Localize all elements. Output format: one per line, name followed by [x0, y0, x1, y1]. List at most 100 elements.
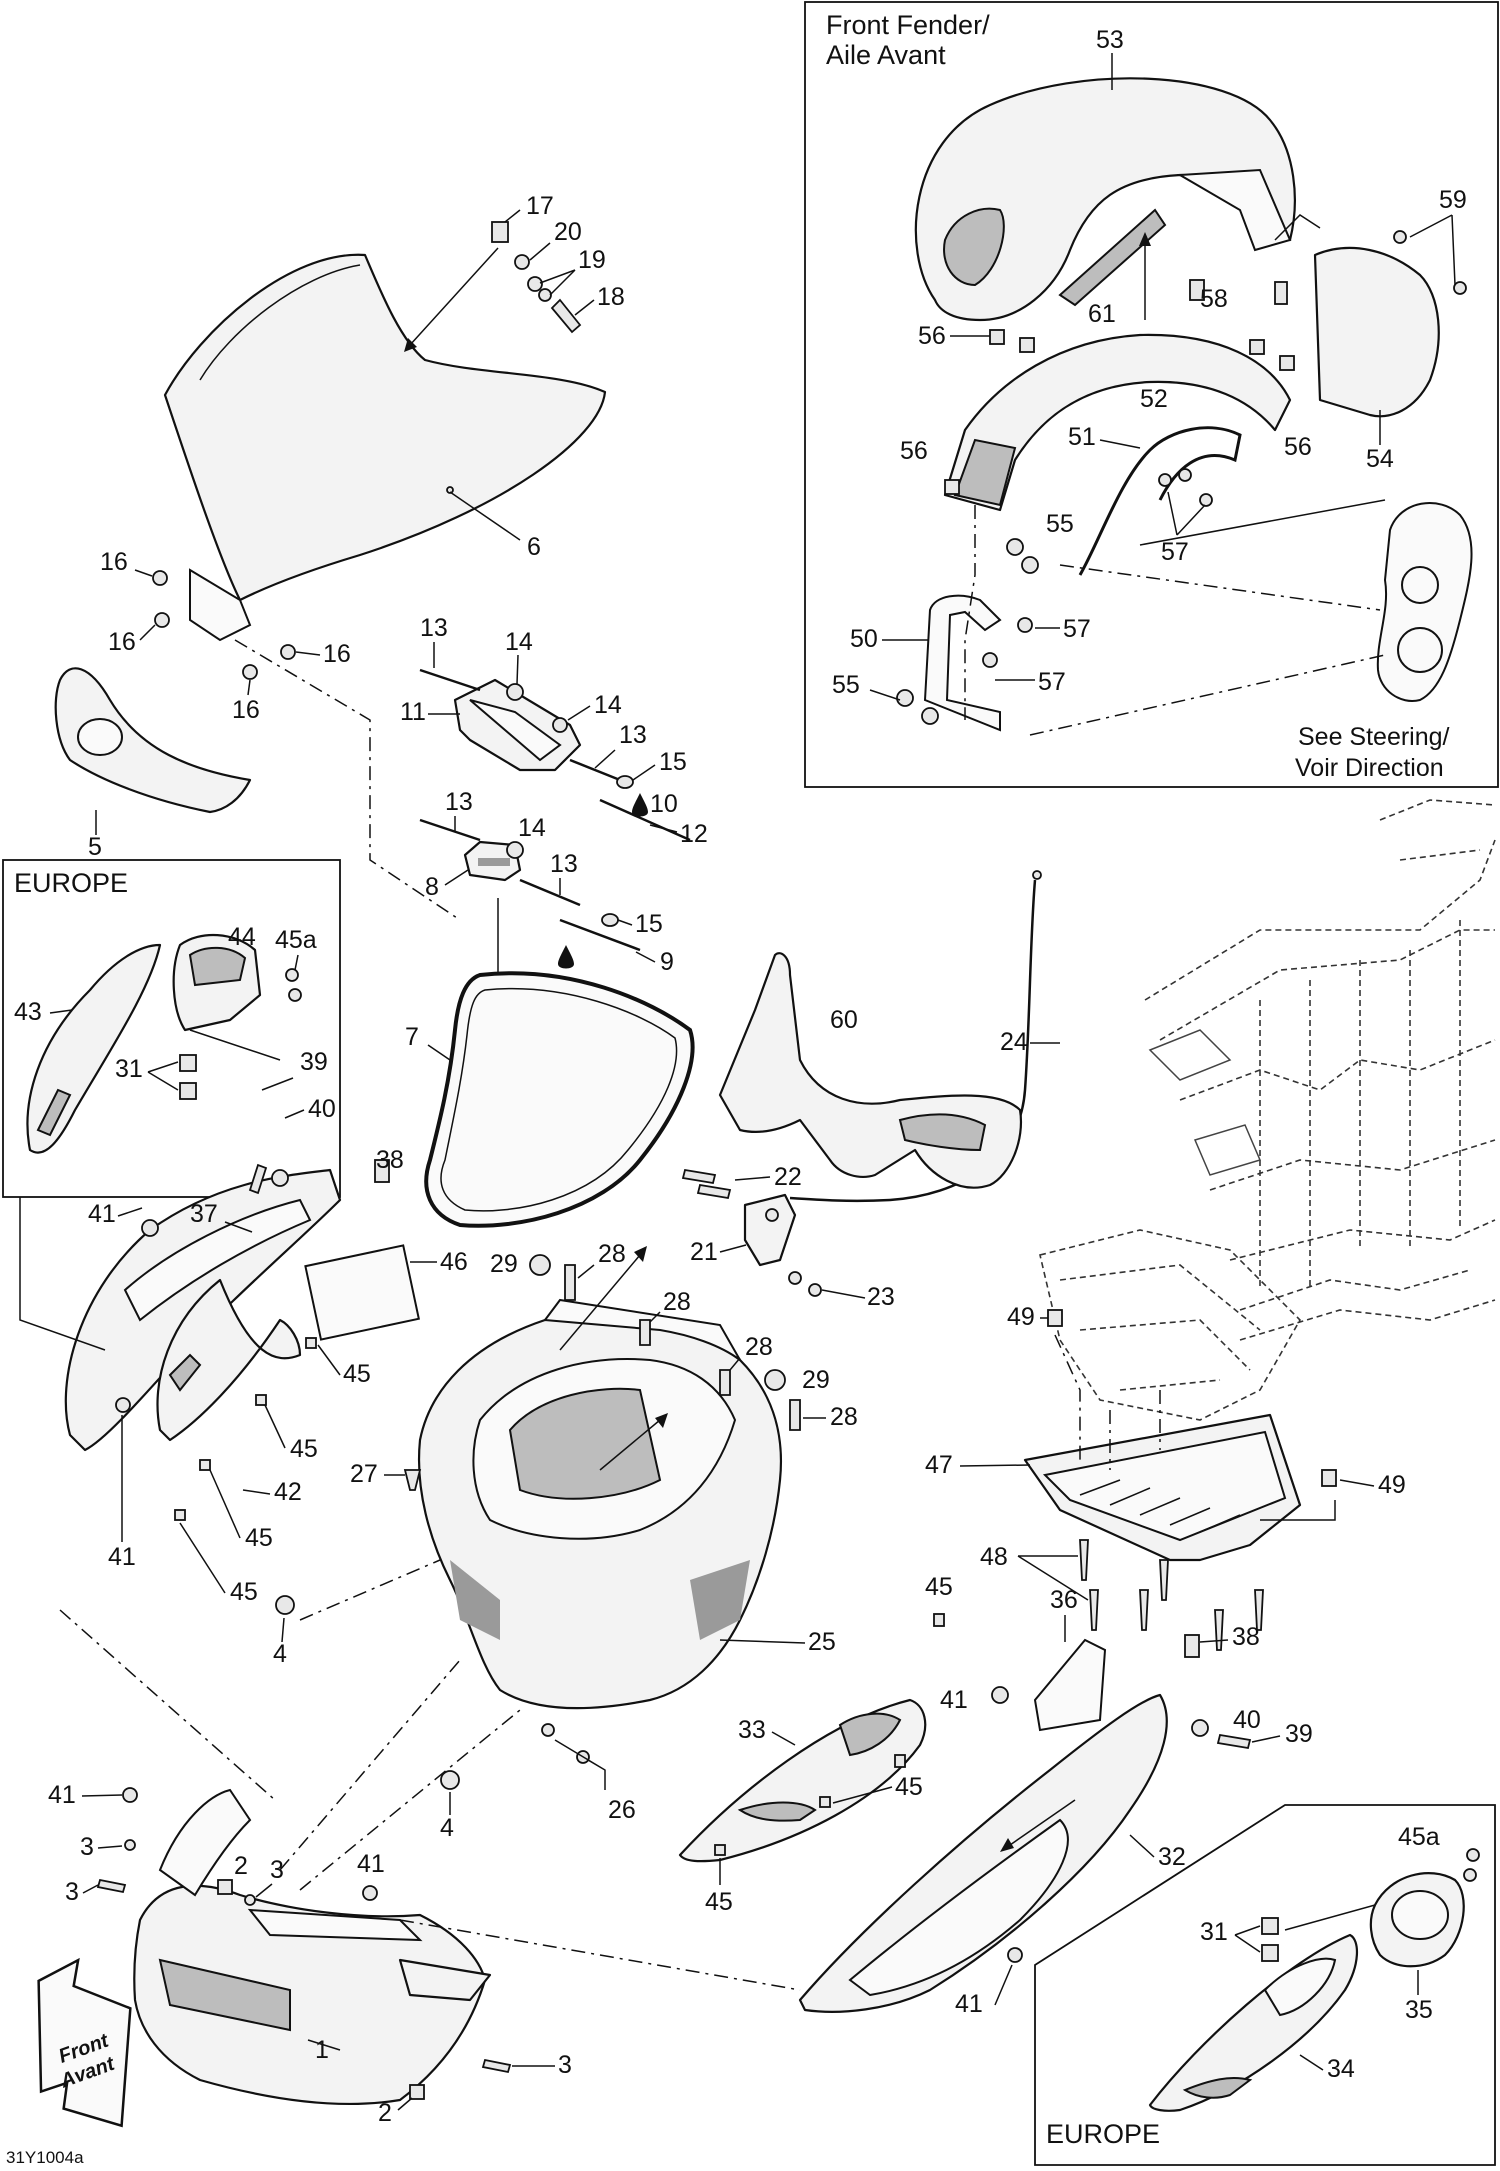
clip-45b: [305, 1337, 317, 1349]
leader-55b: [869, 689, 901, 701]
frame-line-d: [1209, 1139, 1496, 1191]
screw-3d: [481, 2058, 512, 2074]
clip-45g: [894, 1754, 906, 1768]
callout-43: 43: [14, 998, 42, 1026]
leader-1: [307, 2039, 341, 2051]
reflector-46[interactable]: [304, 1244, 420, 1341]
nut-58: [1189, 279, 1205, 301]
front-fender-title-line1: Front Fender/: [826, 10, 990, 40]
callout-9: 9: [660, 948, 674, 976]
right-side-panels: 45 36 38 40 39 41 33 45 32 45 41: [678, 1573, 1313, 2018]
callout-45d: 45: [245, 1524, 273, 1552]
callout-40a: 40: [308, 1095, 336, 1123]
washer-15a: [616, 775, 634, 789]
callout-28c: 28: [745, 1333, 773, 1361]
leader-2b: [397, 2097, 413, 2111]
knuckle-bore-upper: [1401, 566, 1439, 604]
bumper-upper-bracket: [158, 1788, 252, 1897]
panel-32-inner: [848, 1818, 1069, 1997]
leader-38b: [1199, 1639, 1229, 1643]
fender-reflector-61[interactable]: [1058, 208, 1167, 307]
side-panel-42[interactable]: [156, 1278, 302, 1442]
callout-24: 24: [1000, 1028, 1028, 1056]
leader-42: [242, 1489, 271, 1495]
fender-arrow-side: [1274, 214, 1321, 241]
leader-6: [449, 491, 521, 541]
bolt-18: [550, 298, 582, 334]
frame-brackets: [1148, 1029, 1262, 1176]
callout-36: 36: [1050, 1586, 1078, 1614]
washer-23a: [788, 1271, 802, 1285]
leader-49b: [1339, 1479, 1375, 1487]
frame-line-a: [1144, 839, 1496, 1001]
bolt-28c: [719, 1369, 731, 1396]
callout-13b: 13: [619, 721, 647, 749]
leader-45c: [264, 1404, 286, 1449]
latch-plate-21[interactable]: [743, 1193, 797, 1267]
callout-5: 5: [88, 833, 102, 861]
callout-2b: 2: [378, 2099, 392, 2127]
bin-lip: [543, 1298, 741, 1361]
bolt-55b: [1021, 556, 1039, 574]
panel-43-trim: [36, 1088, 72, 1137]
callout-1: 1: [315, 2036, 329, 2064]
callout-4a: 4: [273, 1640, 287, 1668]
duct-60-vent: [898, 1113, 987, 1152]
front-fender-box: Front Fender/ Aile Avant See Steering/ V…: [804, 1, 1499, 788]
bezel-headlight-ring: [77, 718, 123, 756]
callout-49b: 49: [1378, 1471, 1406, 1499]
frame-line-b: [1159, 929, 1495, 1041]
leader-37: [224, 1221, 253, 1233]
fender-brace-50[interactable]: [923, 594, 1002, 732]
frame-front-cage-inner: [1059, 1264, 1261, 1391]
leader-57a: [1167, 491, 1206, 536]
side-panel-32[interactable]: [798, 1693, 1168, 2013]
leader-23: [821, 1289, 866, 1299]
clip-45e: [174, 1509, 186, 1521]
headlight-bezel-5[interactable]: [54, 667, 252, 814]
leader-39a: [261, 1077, 294, 1091]
fender-inner-panel: [1176, 168, 1292, 252]
panel-37-inner: [123, 1198, 312, 1322]
frame-front-cage: [1039, 1229, 1301, 1421]
gasket-7[interactable]: [424, 971, 695, 1228]
screw-41e: [122, 1787, 138, 1803]
leader-39b: [1251, 1735, 1281, 1743]
screw-16c: [280, 644, 296, 660]
callout-45e: 45: [230, 1578, 258, 1606]
rod-12: [599, 798, 691, 842]
europe-right-assembly: [1284, 1904, 1376, 1931]
leader-3c: [255, 1883, 273, 1898]
bumper-assembly-line-b: [279, 1659, 461, 1871]
windshield-edge-line: [199, 264, 361, 381]
fender-side-panel-54[interactable]: [1313, 246, 1440, 418]
bin-arrowhead-inner: [655, 1413, 668, 1428]
callout-29a: 29: [490, 1250, 518, 1278]
screw-41b: [115, 1397, 131, 1413]
callout-17: 17: [526, 192, 554, 220]
europe-left-assembly: [189, 1029, 281, 1061]
leader-4a: [281, 1617, 285, 1643]
leader-15b: [617, 919, 633, 926]
fender-support-rod-51[interactable]: [1078, 426, 1242, 576]
leader-25: [719, 1639, 806, 1644]
air-duct-60[interactable]: [718, 952, 1023, 1189]
leader-18: [574, 299, 595, 316]
fender-bracket-52[interactable]: [943, 333, 1292, 512]
nut-31d: [1261, 1944, 1279, 1962]
panel-34-lens: [1263, 1957, 1337, 2017]
panel-42-vent: [168, 1353, 202, 1392]
callout-31a: 31: [115, 1055, 143, 1083]
callout-44: 44: [228, 923, 256, 951]
leader-3b: [82, 1884, 99, 1894]
screw-3a: [124, 1839, 136, 1851]
skid-assembly-lines: [1054, 1334, 1161, 1470]
reflector-36[interactable]: [1033, 1638, 1107, 1732]
front-direction-indicator: Front Avant 31Y1004a: [6, 1957, 132, 2167]
bracket-44-cutout: [188, 946, 247, 987]
leader-41e: [81, 1794, 123, 1797]
callout-56a: 56: [918, 322, 946, 350]
leader-45g: [832, 1786, 893, 1804]
callout-50: 50: [850, 625, 878, 653]
nut-56c: [1249, 339, 1265, 355]
